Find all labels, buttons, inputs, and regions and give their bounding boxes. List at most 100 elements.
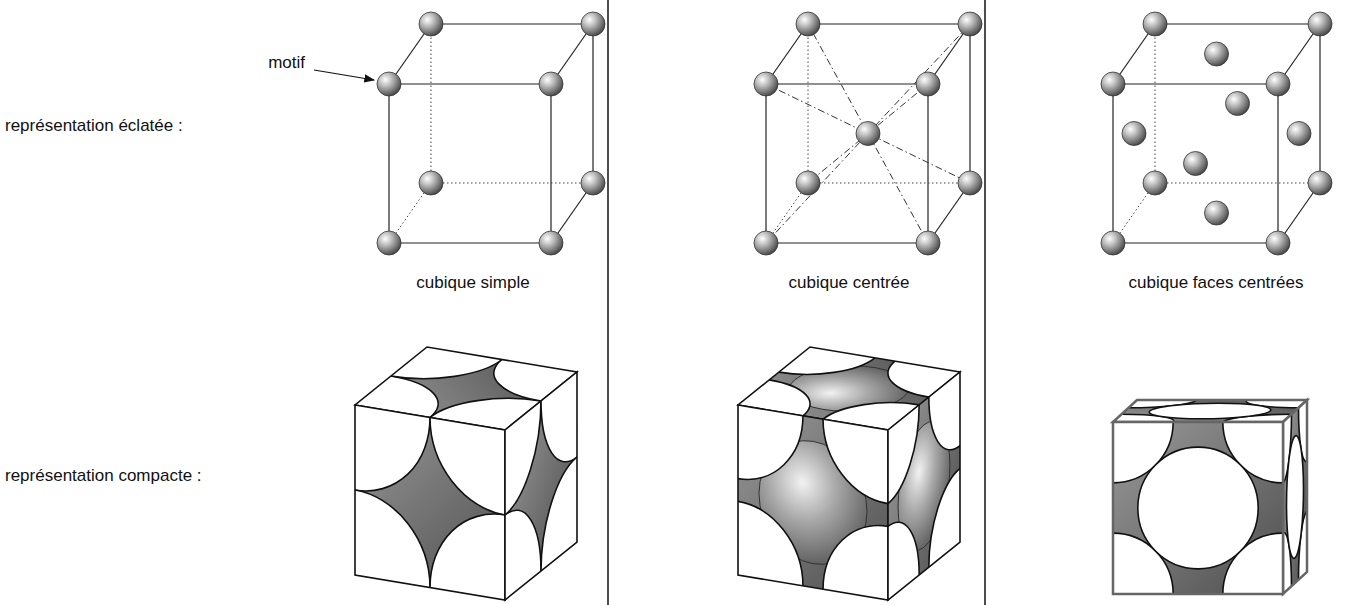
face-outline: [738, 405, 888, 600]
sphere-section: [888, 372, 919, 529]
cube-edge: [1319, 24, 1320, 183]
cube-edge: [388, 84, 389, 243]
face-content: [888, 372, 960, 600]
atom: [539, 72, 563, 96]
leader-arrow: [314, 70, 374, 80]
atom: [581, 171, 605, 195]
atom: [1226, 92, 1250, 116]
sphere-section: [738, 347, 906, 383]
cube-edge: [808, 23, 970, 24]
cube-edge: [1112, 84, 1113, 243]
face-outline: [505, 372, 577, 600]
sphere-section: [1287, 428, 1304, 565]
hidden-edge: [1155, 24, 1156, 183]
sphere-section: [738, 405, 803, 489]
cube-edge: [1113, 242, 1278, 243]
atom: [1205, 42, 1229, 66]
cube-edge: [766, 242, 928, 243]
row-label: représentation éclatée :: [5, 116, 183, 136]
atom: [856, 122, 880, 146]
face-content: [355, 405, 505, 600]
face-content: [1113, 400, 1307, 422]
body-diagonal: [808, 84, 928, 183]
lattice-group: [377, 12, 1332, 255]
atom: [377, 72, 401, 96]
atom: [539, 231, 563, 255]
atom: [1184, 152, 1208, 176]
atom: [796, 171, 820, 195]
cube-face: [469, 258, 613, 605]
cube-edge: [765, 84, 766, 243]
hidden-edge: [808, 24, 809, 183]
atom: [419, 12, 443, 36]
atom: [916, 72, 940, 96]
compact-cube-sc: [244, 258, 688, 605]
cube-edge: [927, 84, 928, 243]
lattice-name: cubique faces centrées: [1129, 273, 1304, 293]
sphere-section: [430, 503, 505, 601]
face-outline: [355, 405, 505, 600]
face-outline: [1113, 400, 1307, 422]
atom: [1308, 12, 1332, 36]
lattice-bcc: [754, 12, 982, 255]
sphere-section: [541, 428, 577, 600]
atom: [754, 72, 778, 96]
hidden-edge: [431, 24, 432, 183]
face-outline: [1113, 422, 1283, 594]
body-diagonal: [808, 24, 928, 243]
hidden-edge: [431, 183, 593, 184]
atom: [796, 12, 820, 36]
sphere-section: [888, 501, 919, 600]
face-content: [1113, 422, 1283, 594]
lattice-name: cubique centrée: [789, 273, 910, 293]
hidden-edge: [808, 183, 970, 184]
atom: [1287, 122, 1311, 146]
atom: [419, 171, 443, 195]
lattice-fcc: [1101, 12, 1332, 255]
cube-edge: [389, 83, 551, 84]
atom: [958, 171, 982, 195]
cube-edge: [969, 24, 970, 183]
cube-edge: [1155, 23, 1320, 24]
hidden-edge: [1155, 183, 1320, 184]
atom: [1122, 122, 1146, 146]
atom: [1266, 231, 1290, 255]
lattice-name: cubique simple: [416, 273, 529, 293]
cube-edge: [766, 83, 928, 84]
atom: [916, 231, 940, 255]
atom: [581, 12, 605, 36]
body-diagonal: [766, 84, 970, 183]
cube-edge: [389, 242, 551, 243]
sphere-section: [355, 405, 430, 503]
cube-edge: [1113, 83, 1278, 84]
atom: [1266, 72, 1290, 96]
atom: [1101, 72, 1125, 96]
sphere-section: [1138, 447, 1258, 569]
callout-label: motif: [268, 53, 305, 73]
face-content: [738, 405, 888, 600]
compact-group: [244, 258, 1360, 605]
sphere-section: [929, 372, 960, 471]
row-label: représentation compacte :: [5, 466, 202, 486]
atom: [1101, 231, 1125, 255]
cube-edge: [592, 24, 593, 183]
compact-cube-bcc: [642, 273, 1056, 605]
cube-face: [1053, 361, 1343, 605]
cube-edge: [1277, 84, 1278, 243]
body-diagonal: [766, 24, 970, 243]
cube-edge: [550, 84, 551, 243]
column-divider: [607, 0, 609, 605]
face-outline: [888, 372, 960, 600]
sphere-section: [929, 443, 960, 600]
compact-cube-fcc: [1044, 331, 1360, 605]
atom: [958, 12, 982, 36]
column-divider: [984, 0, 986, 605]
lattice-sc: [377, 12, 605, 255]
atom: [377, 231, 401, 255]
cube-face: [857, 273, 991, 605]
cube-edge: [431, 23, 593, 24]
atom: [1205, 201, 1229, 225]
sphere-section: [505, 486, 541, 600]
